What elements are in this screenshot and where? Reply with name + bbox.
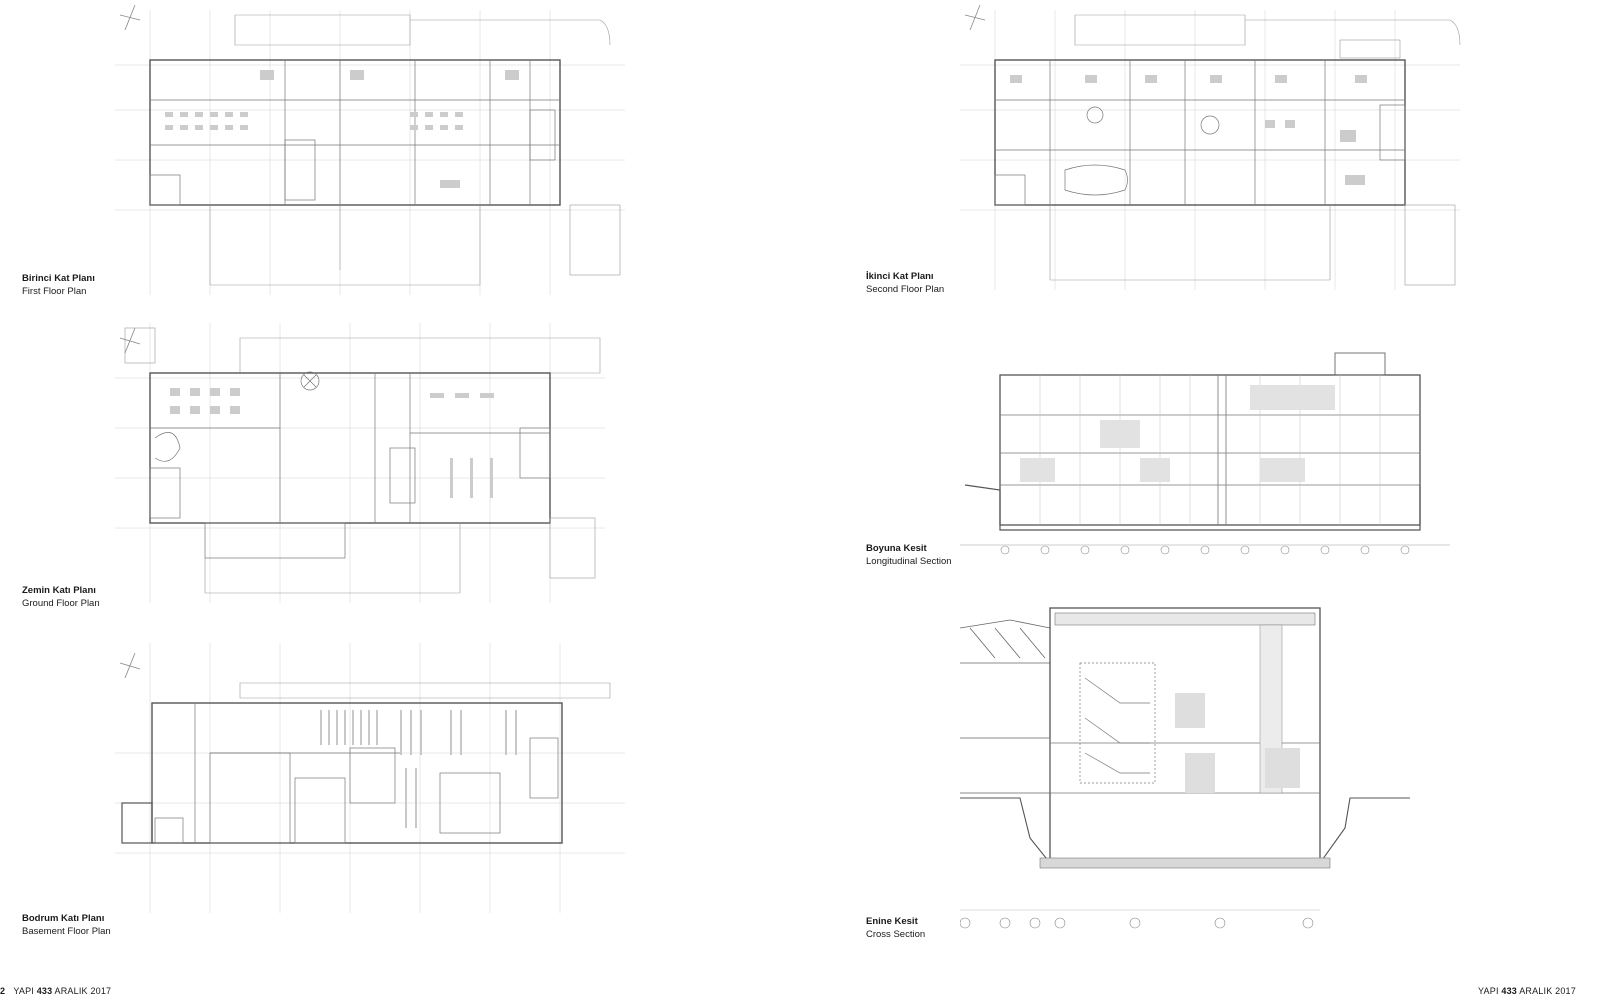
first-floor-title-tr: Birinci Kat Planı — [22, 273, 95, 284]
cross-section-title-tr: Enine Kesit — [866, 916, 918, 927]
footer-left-date: ARALIK 2017 — [54, 986, 112, 996]
second-floor-title-tr: İkinci Kat Planı — [866, 271, 934, 282]
longitudinal-section-caption: Boyuna Kesit Longitudinal Section — [866, 542, 952, 568]
footer-right-issue: 433 — [1501, 986, 1517, 996]
second-floor-plan-drawing — [955, 0, 1465, 295]
second-floor-plan-svg — [960, 4, 1461, 290]
footer-right: YAPI 433 ARALIK 2017 — [1478, 986, 1576, 996]
first-floor-plan-svg — [115, 4, 625, 295]
ground-floor-caption: Zemin Katı Planı Ground Floor Plan — [22, 584, 100, 610]
footer-left: 2 YAPI 433 ARALIK 2017 — [0, 986, 111, 996]
longitudinal-section-svg — [960, 352, 1450, 555]
basement-floor-plan-svg — [115, 643, 625, 913]
second-floor-title-en: Second Floor Plan — [866, 284, 945, 295]
footer-left-magazine: YAPI — [13, 986, 34, 996]
footer-left-page-number: 2 — [0, 986, 6, 996]
cross-section-drawing — [960, 598, 1420, 948]
cross-section-title-en: Cross Section — [866, 929, 926, 940]
first-floor-plan-drawing — [110, 0, 630, 300]
longitudinal-section-title-tr: Boyuna Kesit — [866, 543, 927, 554]
first-floor-caption: Birinci Kat Planı First Floor Plan — [22, 272, 95, 298]
ground-floor-title-tr: Zemin Katı Planı — [22, 585, 96, 596]
ground-floor-title-en: Ground Floor Plan — [22, 598, 100, 609]
first-floor-title-en: First Floor Plan — [22, 286, 87, 297]
footer-left-issue: 433 — [36, 986, 53, 996]
longitudinal-section-title-en: Longitudinal Section — [866, 556, 952, 567]
cross-section-caption: Enine Kesit Cross Section — [866, 915, 925, 941]
longitudinal-section-drawing — [960, 345, 1460, 560]
basement-floor-plan-drawing — [110, 638, 630, 918]
second-floor-caption: İkinci Kat Planı Second Floor Plan — [866, 270, 944, 296]
footer-right-magazine: YAPI — [1478, 986, 1499, 996]
ground-floor-plan-svg — [115, 323, 605, 603]
ground-floor-plan-drawing — [110, 318, 610, 608]
cross-section-svg — [960, 607, 1410, 929]
footer-right-date: ARALIK 2017 — [1519, 986, 1576, 996]
basement-floor-caption: Bodrum Katı Planı Basement Floor Plan — [22, 912, 111, 938]
basement-floor-title-tr: Bodrum Katı Planı — [22, 913, 105, 924]
basement-floor-title-en: Basement Floor Plan — [22, 926, 111, 937]
